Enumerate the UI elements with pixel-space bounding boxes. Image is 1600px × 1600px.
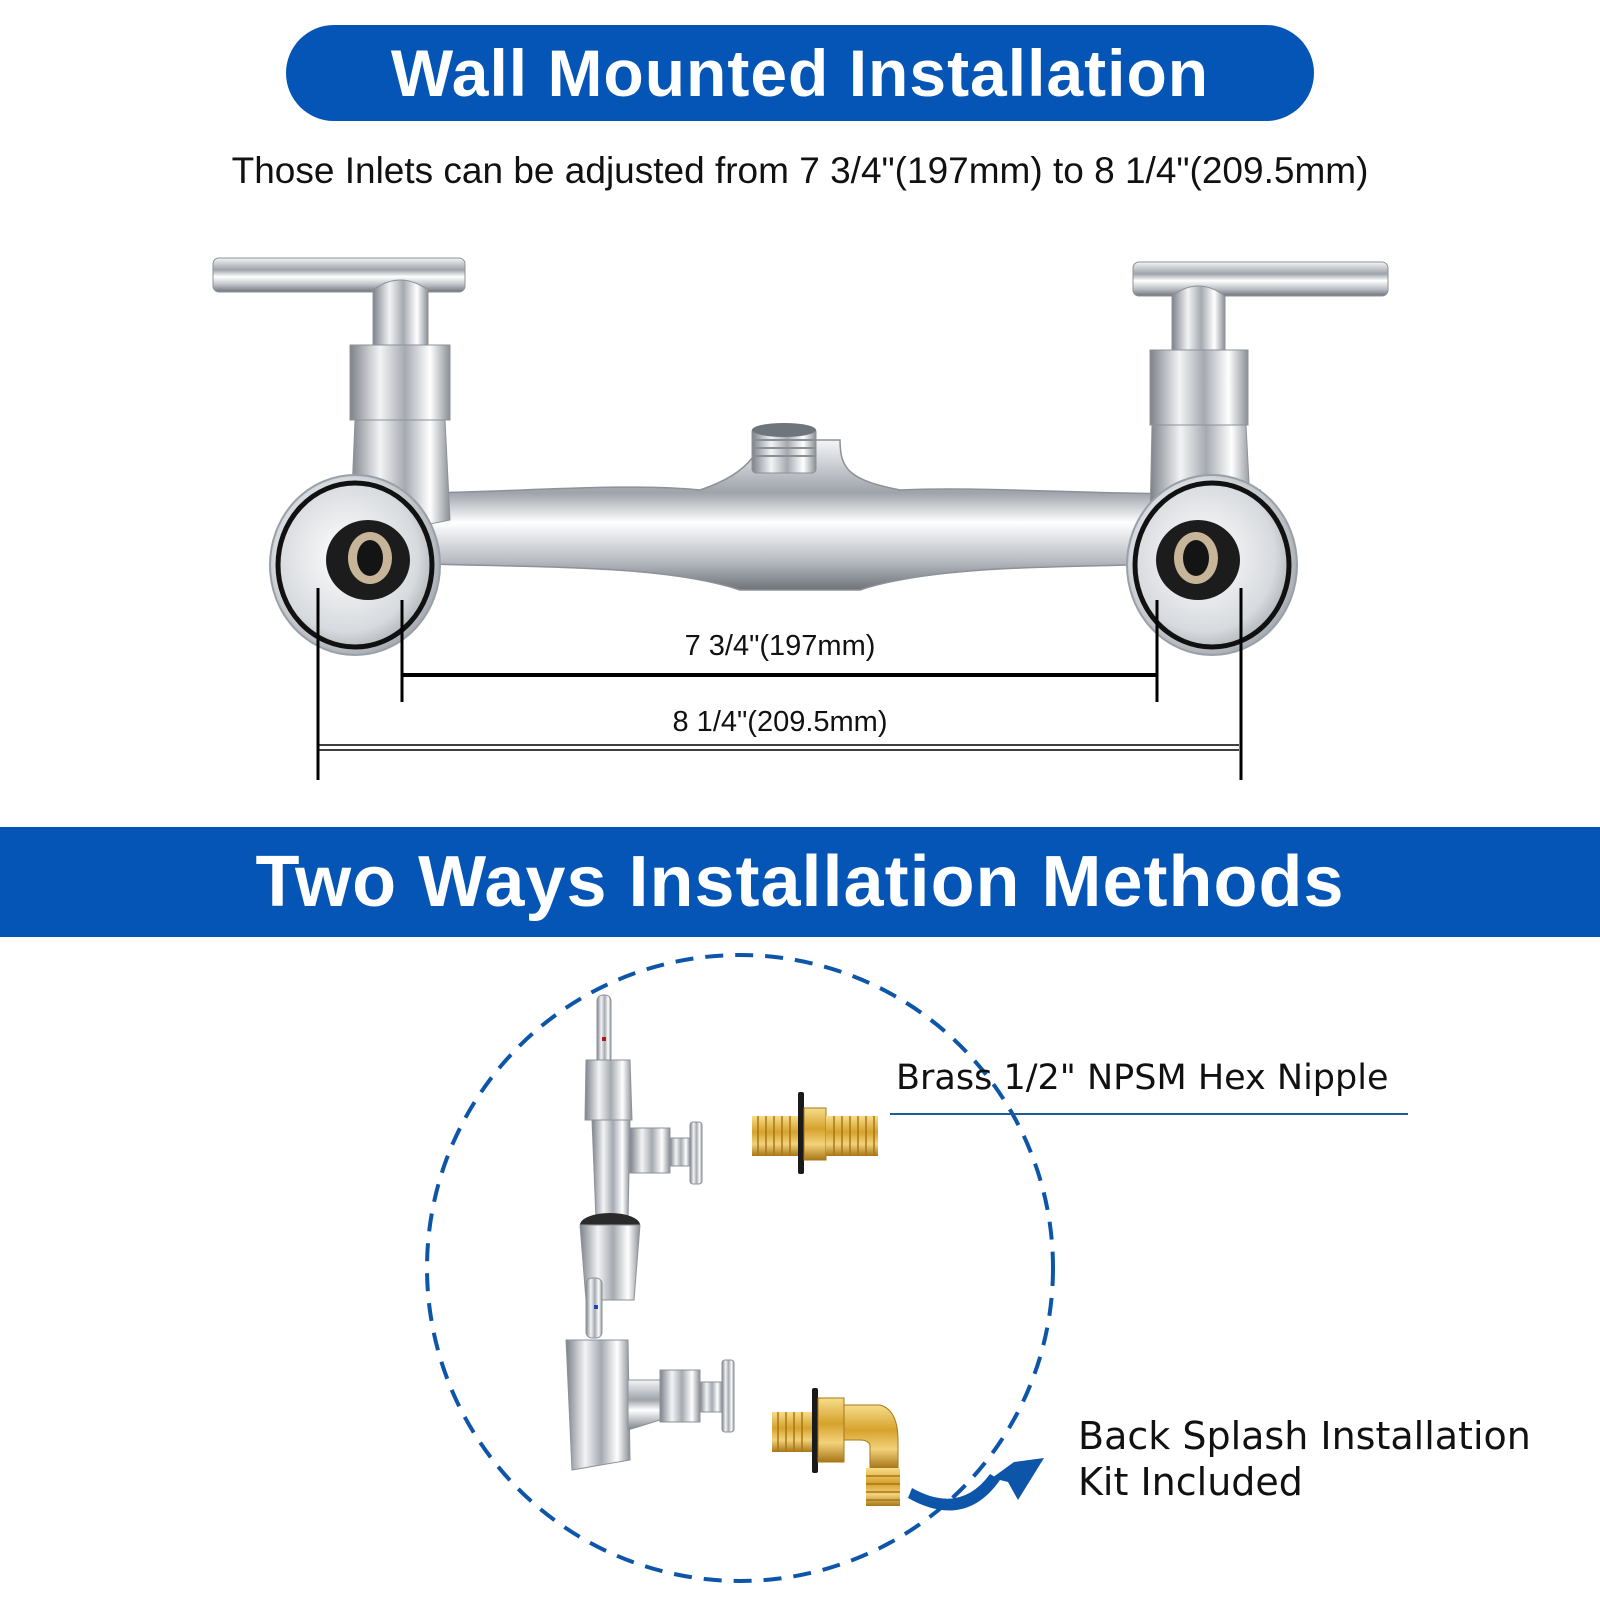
- wall-faucet-illustration: [212, 257, 1389, 780]
- nipple-leader-line: [890, 1113, 1408, 1115]
- dimension-outer-label: 8 1/4"(209.5mm): [672, 706, 888, 738]
- installation-methods-illustration: [425, 953, 1055, 1583]
- kit-callout-line2: Kit Included: [1078, 1460, 1303, 1504]
- backsplash-kit-callout: Back Splash Installation Kit Included: [1078, 1413, 1531, 1505]
- page-title: Wall Mounted Installation: [390, 36, 1210, 110]
- left-inlet-flange: [269, 474, 441, 656]
- brass-hex-nipple: [752, 1092, 878, 1174]
- curved-arrow-icon: [908, 1458, 1044, 1511]
- section-banner: Two Ways Installation Methods: [0, 827, 1600, 937]
- section-title: Two Ways Installation Methods: [255, 842, 1345, 922]
- adjustment-subtitle: Those Inlets can be adjusted from 7 3/4"…: [231, 150, 1369, 191]
- brass-elbow-kit: [772, 1388, 900, 1506]
- dashed-circle: [425, 953, 1055, 1583]
- dimension-inner-line: [400, 600, 1159, 702]
- left-valve: [212, 257, 466, 541]
- faucet-body: [329, 423, 1261, 591]
- nipple-callout: Brass 1/2" NPSM Hex Nipple: [896, 1058, 1389, 1098]
- side-view-faucet: [565, 994, 735, 1471]
- kit-callout-line1: Back Splash Installation: [1078, 1414, 1531, 1458]
- right-inlet-flange: [1126, 474, 1298, 656]
- dimension-inner-label: 7 3/4"(197mm): [684, 630, 876, 662]
- dimension-outer-line: [316, 588, 1243, 780]
- title-banner: Wall Mounted Installation: [286, 25, 1314, 121]
